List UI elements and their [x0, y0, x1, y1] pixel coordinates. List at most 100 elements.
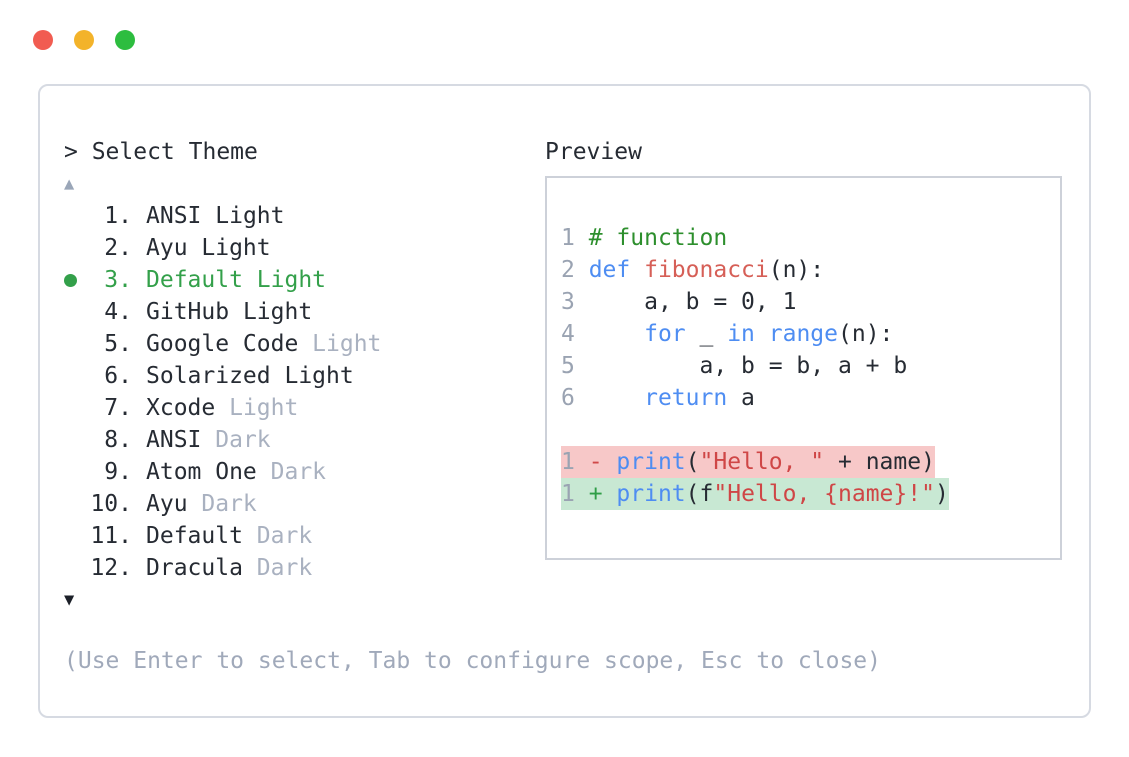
theme-item-ayu-light[interactable]: 2. Ayu Light [64, 232, 881, 264]
bullet-spacer [64, 424, 90, 456]
code-token: return [644, 385, 728, 411]
theme-item-variant: Light [215, 203, 285, 229]
theme-item-variant: Light [256, 267, 327, 293]
close-button-icon[interactable] [33, 30, 53, 50]
line-number: 1 [561, 225, 589, 251]
code-token [603, 481, 617, 507]
theme-item-variant: Light [201, 235, 271, 261]
bullet-spacer [64, 232, 90, 264]
code-token: - [588, 449, 603, 475]
select-theme-prompt: > Select Theme [64, 139, 258, 165]
bullet-spacer [64, 552, 90, 584]
theme-selector-column: > Select Theme ▲ 1. ANSI Light 2. Ayu Light… [64, 136, 881, 677]
theme-item-label: Ayu Light [146, 235, 271, 261]
selected-dot-icon [64, 264, 90, 296]
theme-item-label: Google Code Light [146, 331, 382, 357]
code-token: # function [588, 225, 728, 251]
code-token: print [616, 481, 686, 507]
code-token: in [727, 321, 755, 347]
code-token: a [727, 385, 755, 411]
code-token: (f [685, 481, 714, 507]
theme-item-variant: Dark [256, 555, 313, 581]
theme-item-number: 8. [104, 427, 132, 453]
code-line-content: 1 + print(f"Hello, {name}!") [561, 478, 949, 510]
code-token: _ [685, 321, 728, 347]
scroll-down-icon[interactable]: ▼ [64, 590, 75, 610]
theme-item-dracula-dark[interactable]: 12.Dracula Dark [64, 552, 881, 584]
window-traffic-lights [33, 30, 135, 50]
theme-item-variant: Light [229, 395, 299, 421]
code-token: print [616, 449, 686, 475]
code-line: 2 def fibonacci(n): [561, 254, 1060, 286]
theme-item-number: 3. [104, 267, 132, 293]
theme-item-variant: Light [242, 299, 313, 325]
code-line-content: 4 for _ in range(n): [561, 318, 893, 350]
theme-item-ayu-dark[interactable]: 10.Ayu Dark [64, 488, 881, 520]
code-token: def [588, 257, 631, 283]
theme-item-variant: Dark [215, 427, 271, 453]
theme-item-label: Xcode Light [146, 395, 299, 421]
theme-item-google-code-light[interactable]: 5. Google Code Light [64, 328, 881, 360]
theme-item-solarized-light[interactable]: 6. Solarized Light [64, 360, 881, 392]
theme-item-label: ANSI Light [146, 203, 285, 229]
theme-picker-panel: > Select Theme ▲ 1. ANSI Light 2. Ayu Light… [38, 84, 1091, 718]
code-token: (n): [838, 321, 894, 347]
theme-item-github-light[interactable]: 4. GitHub Light [64, 296, 881, 328]
bullet-spacer [64, 200, 90, 232]
code-token: range [768, 321, 838, 347]
code-token: + name) [824, 449, 935, 475]
code-token: "Hello, {name}!" [713, 481, 935, 507]
theme-item-ansi-light[interactable]: 1. ANSI Light [64, 200, 881, 232]
theme-item-ansi-dark[interactable]: 8. ANSI Dark [64, 424, 881, 456]
bullet-spacer [64, 456, 90, 488]
line-number: 3 [561, 289, 589, 315]
code-token: a, b = b, a + b [588, 353, 908, 379]
diff-line-add: 1 + print(f"Hello, {name}!") [561, 478, 1060, 510]
theme-item-variant: Dark [201, 491, 257, 517]
theme-item-atom-one-dark[interactable]: 9.Atom One Dark [64, 456, 881, 488]
code-token [755, 321, 769, 347]
code-token [603, 449, 617, 475]
code-line: 6 return a [561, 382, 1060, 414]
theme-item-number: 4. [104, 299, 132, 325]
theme-item-variant: Light [312, 331, 382, 357]
code-token: ( [685, 449, 700, 475]
bullet-spacer [64, 360, 90, 392]
code-line-content: 1 # function [561, 222, 727, 254]
code-line: 5 a, b = b, a + b [561, 350, 1060, 382]
scroll-up-icon[interactable]: ▲ [64, 174, 75, 194]
code-token: fibonacci [644, 257, 769, 283]
theme-item-number: 10. [90, 491, 132, 517]
code-token: for [644, 321, 686, 347]
code-line: 3 a, b = 0, 1 [561, 286, 1060, 318]
theme-item-default-light[interactable]: 3.Default Light [64, 264, 881, 296]
theme-item-xcode-light[interactable]: 7. Xcode Light [64, 392, 881, 424]
theme-item-number: 7. [104, 395, 132, 421]
theme-item-number: 12. [90, 555, 132, 581]
theme-item-number: 1. [104, 203, 132, 229]
code-token: + [588, 481, 603, 507]
theme-item-label: Default Dark [146, 523, 313, 549]
code-line: 1 # function [561, 222, 1060, 254]
minimize-button-icon[interactable] [74, 30, 94, 50]
theme-item-variant: Dark [270, 459, 327, 485]
theme-item-label: Solarized Light [146, 363, 354, 389]
theme-item-label: ANSI Dark [146, 427, 271, 453]
theme-item-number: 11. [90, 523, 132, 549]
theme-item-number: 6. [104, 363, 132, 389]
theme-item-label: Atom One Dark [146, 459, 327, 485]
line-number: 1 [561, 481, 589, 507]
line-number: 6 [561, 385, 589, 411]
theme-item-default-dark[interactable]: 11. Default Dark [64, 520, 881, 552]
code-token: ) [934, 481, 949, 507]
theme-item-number: 2. [104, 235, 132, 261]
bullet-spacer [64, 296, 90, 328]
bullet-spacer [64, 392, 90, 424]
theme-item-number: 5. [104, 331, 132, 357]
maximize-button-icon[interactable] [115, 30, 135, 50]
theme-item-label: GitHub Light [146, 299, 313, 325]
preview-title: Preview [545, 139, 642, 165]
